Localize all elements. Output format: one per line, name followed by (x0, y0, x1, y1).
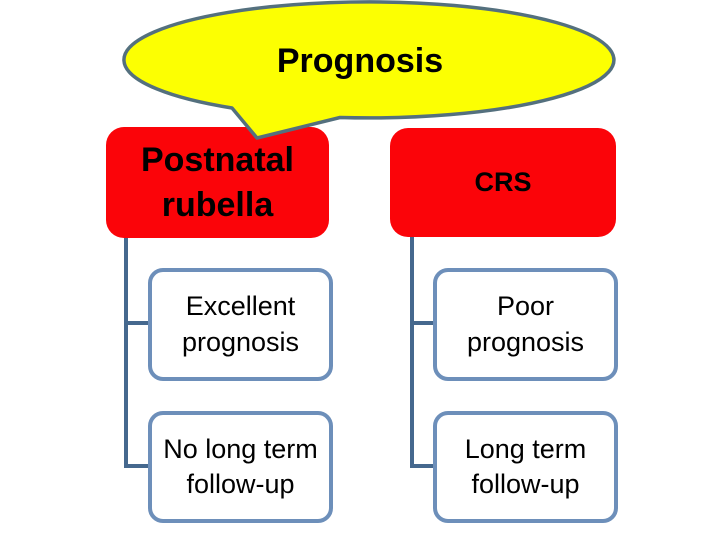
node-no-long-term-follow-up[interactable]: No long term follow-up (148, 411, 333, 523)
node-postnatal-rubella[interactable]: Postnatal rubella (106, 127, 329, 238)
connector-left-elbow (124, 236, 150, 468)
connector-right-elbow (410, 236, 435, 468)
callout-bubble-shape (122, 0, 616, 140)
callout-title-text: Prognosis (276, 41, 444, 80)
prognosis-callout-bubble[interactable] (0, 0, 720, 150)
node-label: Poor prognosis (466, 291, 585, 357)
node-long-term-follow-up[interactable]: Long term follow-up (433, 411, 618, 523)
node-label: No long term follow-up (163, 433, 318, 499)
node-excellent-prognosis[interactable]: Excellent prognosis (148, 268, 333, 381)
callout-title: Prognosis (160, 38, 560, 84)
node-crs[interactable]: CRS (390, 128, 616, 237)
node-label: Long term follow-up (464, 433, 587, 499)
node-label: Postnatal rubella (140, 141, 295, 224)
node-label: Excellent prognosis (181, 291, 300, 357)
node-poor-prognosis[interactable]: Poor prognosis (433, 268, 618, 381)
node-label: CRS (474, 166, 532, 197)
